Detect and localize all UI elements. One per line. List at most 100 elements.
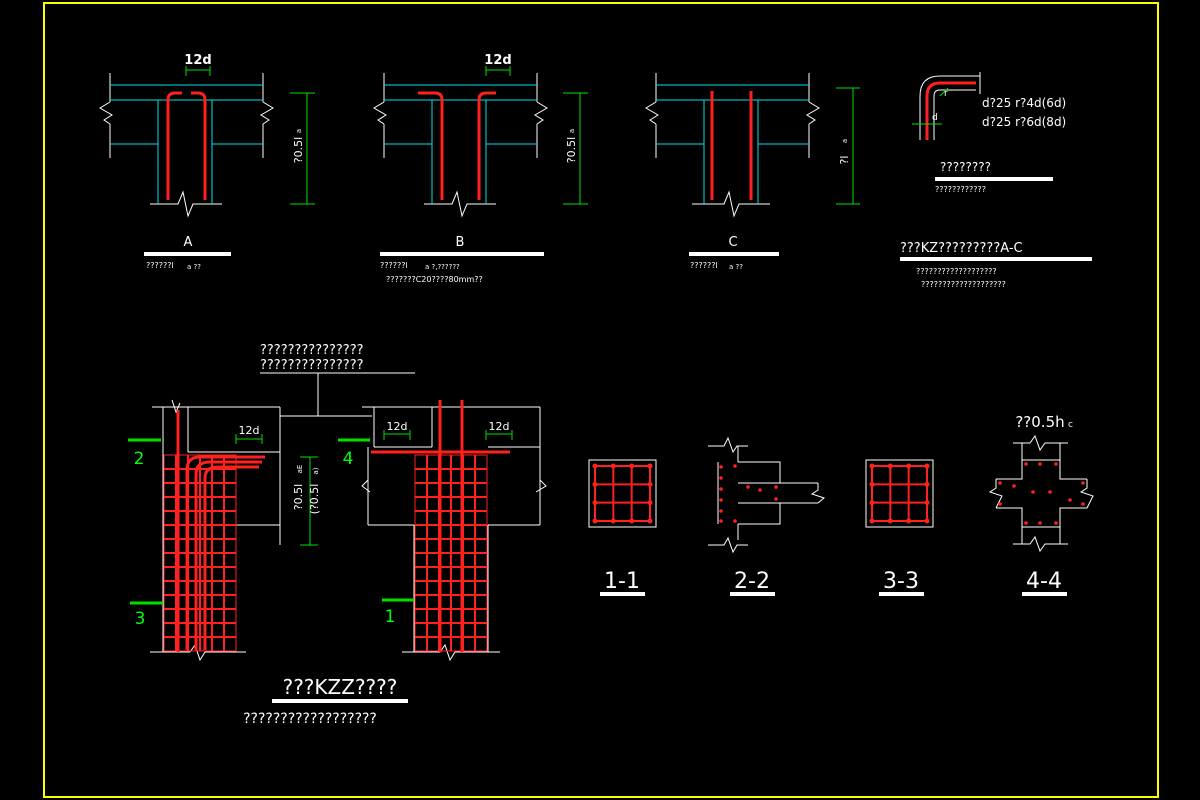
detail-c-title: C [728, 235, 737, 250]
kzz-section-mark-3: 3 [135, 609, 146, 629]
bend-outline-inner [933, 89, 976, 140]
section-2-2-bars [719, 464, 778, 523]
kzz-right-dims [383, 430, 513, 440]
detail-a-rebar [166, 91, 207, 200]
longitudinal-bar [647, 518, 653, 524]
bend-spec-line1: d?25 r?4d(6d) [982, 96, 1066, 110]
kzz-dim-vert-1-sub: aE [296, 465, 304, 474]
detail-a-note: ??????l [146, 261, 174, 270]
section-1-1: 1-1 [588, 459, 657, 596]
section-label-2-2: 2-2 [734, 569, 770, 594]
longitudinal-bar [647, 481, 653, 487]
section-3-3: 3-3 [865, 459, 934, 596]
kzz-left-cage-grid [164, 455, 236, 651]
longitudinal-bar [906, 518, 912, 524]
longitudinal-bar [1048, 490, 1052, 494]
longitudinal-bar [998, 502, 1002, 506]
kz-notes: ???KZ?????????A-C ??????????????????? ??… [900, 241, 1092, 289]
detail-b-note-line1-sub: a ?,?????? [425, 263, 460, 271]
detail-b-title: B [456, 235, 465, 250]
bend-outline-outer [919, 75, 980, 140]
longitudinal-bar [1031, 490, 1035, 494]
kz-notes-line2: ???????????????????? [921, 280, 1006, 289]
detail-b-note-line2: ???????C20????80mm?? [386, 275, 483, 284]
longitudinal-bar [887, 518, 893, 524]
detail-a-dim-lines [185, 66, 315, 205]
longitudinal-bar [610, 463, 616, 469]
detail-a-note-sub: a ?? [187, 263, 201, 271]
longitudinal-bar [1038, 462, 1042, 466]
bend-r-label: r [944, 89, 948, 99]
longitudinal-bar [869, 518, 875, 524]
kzz-title-block: ???KZZ???? ?????????????????? [243, 675, 408, 727]
longitudinal-bar [610, 518, 616, 524]
kzz-header-line1: ??????????????? [260, 343, 364, 358]
detail-a-dim-side-sub: a [295, 129, 303, 133]
detail-c-note: ??????l [690, 261, 718, 270]
longitudinal-bar [629, 518, 635, 524]
detail-b-dim-side-sub: a [568, 129, 576, 133]
longitudinal-bar [719, 519, 723, 523]
longitudinal-bar [719, 465, 723, 469]
section-2-2: 2-2 [708, 436, 826, 596]
longitudinal-bar [592, 463, 598, 469]
section-label-3-3: 3-3 [883, 569, 919, 594]
kzz-dim-vert-2: (?0.5l [308, 484, 321, 515]
longitudinal-bar [998, 481, 1002, 485]
longitudinal-bar [1081, 481, 1085, 485]
kzz-dim-12d-left: 12d [239, 424, 260, 437]
detail-c-concrete [656, 84, 809, 204]
longitudinal-bar [592, 518, 598, 524]
kzz-left-main-bars [176, 410, 265, 652]
section-1-1-outline [588, 459, 657, 528]
longitudinal-bar [758, 488, 762, 492]
longitudinal-bar [719, 476, 723, 480]
longitudinal-bar [629, 463, 635, 469]
detail-c-dim-side: ?l [838, 156, 851, 165]
kzz-left-column: 12d ?0.5l aE (?0.5l a) 2 3 [128, 399, 321, 662]
section-4-4-bars [998, 462, 1085, 525]
longitudinal-bar [1054, 462, 1058, 466]
detail-c-outline [645, 73, 820, 218]
kzz-section-mark-1: 1 [385, 607, 396, 627]
detail-c: ?l a C ??????l a ?? [645, 73, 860, 271]
detail-a-dim-top: 12d [184, 53, 211, 68]
longitudinal-bar [1012, 484, 1016, 488]
longitudinal-bar [719, 498, 723, 502]
longitudinal-bar [1081, 502, 1085, 506]
detail-a-outline [99, 73, 274, 218]
longitudinal-bar [719, 509, 723, 513]
longitudinal-bar [647, 500, 653, 506]
longitudinal-bar [774, 497, 778, 501]
kzz-leader-right [317, 373, 372, 417]
longitudinal-bar [647, 463, 653, 469]
longitudinal-bar [906, 463, 912, 469]
kzz-right-main-bars [371, 400, 510, 652]
longitudinal-bar [774, 485, 778, 489]
kz-notes-title: ???KZ?????????A-C [900, 241, 1023, 256]
section-1-1-ties [592, 463, 653, 524]
kzz-right-column: 12d 12d 4 1 [338, 400, 547, 662]
detail-b-dim-top: 12d [484, 53, 511, 68]
kzz-title: ???KZZ???? [283, 675, 398, 699]
detail-b-note-line1: ??????l [380, 261, 408, 270]
detail-b: 12d ?0.5l a B ??????l a ?,?????? ???????… [373, 53, 588, 284]
detail-b-dim-lines [485, 66, 588, 205]
longitudinal-bar [869, 463, 875, 469]
bend-radius-line [939, 87, 949, 97]
kzz-left-dims [235, 434, 318, 546]
kzz-header: ??????????????? ??????????????? [260, 343, 415, 417]
longitudinal-bar [924, 481, 930, 487]
detail-a: 12d ?0.5l a A ??????l a ?? [99, 53, 315, 271]
section-2-2-outline [708, 436, 826, 554]
bend-spec-line2: d?25 r?6d(8d) [982, 115, 1066, 129]
detail-a-dim-side: ?0.5l [292, 137, 305, 163]
kzz-dim-vert-1: ?0.5l [292, 484, 305, 510]
detail-b-concrete [384, 84, 537, 204]
detail-c-rebar [710, 91, 753, 200]
detail-a-concrete [110, 84, 263, 204]
longitudinal-bar [869, 481, 875, 487]
longitudinal-bar [1054, 521, 1058, 525]
section-4-4-hc-sub: c [1068, 420, 1073, 430]
